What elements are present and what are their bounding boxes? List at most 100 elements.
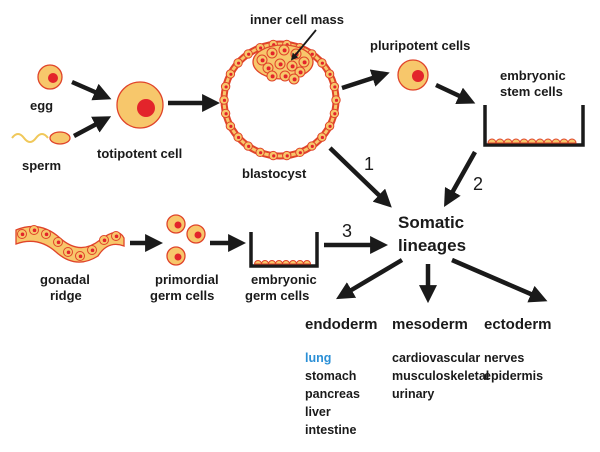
trophoblast-cell-nucleus bbox=[333, 112, 337, 116]
arrow-sperm-to-totipotent bbox=[72, 116, 112, 138]
trophoblast-cell-nucleus bbox=[328, 124, 332, 128]
esc-colony-cell bbox=[495, 138, 505, 144]
egg-cell bbox=[37, 64, 63, 90]
icm-cell-nucleus bbox=[270, 51, 275, 56]
tissue-item: urinary bbox=[392, 387, 434, 401]
ectoderm-tissue-list: nerves epidermis bbox=[484, 351, 543, 383]
somatic-label-line2: lineages bbox=[398, 236, 466, 255]
blastocyst bbox=[219, 39, 341, 161]
tissue-item: lung bbox=[305, 351, 331, 365]
trophoblast-cell-nucleus bbox=[320, 135, 324, 140]
esc-colony-cell bbox=[511, 138, 521, 144]
icm-cell-nucleus bbox=[278, 62, 283, 67]
esc-colony-cell bbox=[535, 138, 545, 144]
pluripotent-cell bbox=[397, 59, 429, 91]
trophoblast-cell-nucleus bbox=[236, 135, 241, 140]
tissue-item: epidermis bbox=[484, 369, 543, 383]
route-1-number: 1 bbox=[364, 154, 374, 174]
esc-colony-cell bbox=[559, 138, 569, 144]
icm-cell-nucleus bbox=[302, 60, 307, 65]
egc-colony-cell bbox=[253, 260, 263, 265]
gonadal-cell-nucleus bbox=[20, 232, 25, 237]
tissue-item: stomach bbox=[305, 369, 356, 383]
gonadal-cell-nucleus bbox=[90, 248, 95, 253]
trophoblast-cell-nucleus bbox=[222, 98, 227, 102]
trophoblast-cell-nucleus bbox=[259, 46, 263, 50]
gonadal-label-line1: gonadal bbox=[40, 272, 90, 287]
egc-colony-cell bbox=[267, 260, 277, 265]
tissue-item: liver bbox=[305, 405, 331, 419]
embryonic-germ-cell-dish bbox=[249, 232, 319, 268]
egc-colony-cell bbox=[295, 260, 305, 265]
inner-cell-mass-cluster bbox=[252, 44, 314, 85]
trophoblast-cell-nucleus bbox=[285, 154, 289, 158]
trophoblast-cell-nucleus bbox=[298, 151, 302, 155]
icm-cell-nucleus bbox=[282, 48, 287, 53]
trophoblast-cell-nucleus bbox=[320, 61, 324, 65]
tissue-item: musculoskeletal bbox=[392, 369, 489, 383]
icm-cell-nucleus bbox=[266, 66, 271, 71]
arrow-to-endoderm bbox=[336, 258, 404, 300]
embryonic-stem-cell-dish bbox=[483, 105, 585, 147]
trophoblast-cell-nucleus bbox=[247, 144, 251, 149]
gonadal-cell-nucleus bbox=[32, 228, 37, 233]
esc-colony-cell bbox=[527, 138, 537, 144]
gonadal-cell-nucleus bbox=[44, 232, 49, 237]
trophoblast-cells bbox=[219, 39, 341, 161]
trophoblast-cell-nucleus bbox=[247, 52, 251, 56]
icm-cell-nucleus bbox=[283, 74, 288, 79]
ectoderm-heading: ectoderm bbox=[484, 316, 552, 333]
trophoblast-cell-nucleus bbox=[224, 112, 228, 116]
esc-colony-cell bbox=[551, 138, 561, 144]
arrow-to-ectoderm bbox=[451, 257, 548, 303]
gonadal-cell-nucleus bbox=[114, 234, 119, 239]
trophoblast-cell-nucleus bbox=[229, 124, 233, 128]
trophoblast-cell-nucleus bbox=[334, 98, 339, 102]
mesoderm-tissue-list: cardiovascular musculoskeletal urinary bbox=[392, 351, 489, 401]
sperm-cell bbox=[11, 131, 71, 145]
tissue-item: nerves bbox=[484, 351, 524, 365]
icm-cell-nucleus bbox=[270, 74, 275, 79]
egg-label: egg bbox=[30, 98, 53, 113]
egc-label-line1: embryonic bbox=[251, 272, 317, 287]
tissue-item: pancreas bbox=[305, 387, 360, 401]
arrow-blastocyst-to-pluripotent bbox=[341, 69, 390, 91]
trophoblast-cell-nucleus bbox=[236, 61, 241, 65]
pluripotent-label: pluripotent cells bbox=[370, 38, 470, 53]
arrow-egg-to-totipotent bbox=[71, 79, 112, 101]
blastocyst-label: blastocyst bbox=[242, 166, 307, 181]
gonadal-label-line2: ridge bbox=[50, 288, 82, 303]
primordial-germ-cells bbox=[166, 214, 206, 266]
icm-cell-nucleus bbox=[292, 77, 297, 82]
egc-colony-cell bbox=[274, 260, 284, 265]
sperm-label: sperm bbox=[22, 158, 61, 173]
route-3-number: 3 bbox=[342, 221, 352, 241]
somatic-label-line1: Somatic bbox=[398, 213, 464, 232]
arrow-route-2 bbox=[444, 150, 477, 208]
esc-colony-cell bbox=[503, 138, 513, 144]
esc-label-line2: stem cells bbox=[500, 84, 563, 99]
gonadal-cell-nucleus bbox=[78, 254, 83, 259]
icm-cell-nucleus bbox=[298, 70, 303, 75]
primordial-label-line2: germ cells bbox=[150, 288, 214, 303]
gonadal-ridge bbox=[15, 225, 125, 263]
icm-cell-nucleus bbox=[290, 64, 295, 69]
tissue-item: cardiovascular bbox=[392, 351, 480, 365]
trophoblast-cell-nucleus bbox=[229, 72, 233, 76]
esc-colony-cell bbox=[519, 138, 529, 144]
egc-colony-cell bbox=[260, 260, 270, 265]
endoderm-heading: endoderm bbox=[305, 316, 378, 333]
egc-colony-cell bbox=[288, 260, 298, 265]
egc-label-line2: germ cells bbox=[245, 288, 309, 303]
route-2-number: 2 bbox=[473, 174, 483, 194]
esc-label-line1: embryonic bbox=[500, 68, 566, 83]
gonadal-cell-nucleus bbox=[56, 240, 61, 245]
gonadal-cell-nucleus bbox=[102, 238, 107, 243]
trophoblast-cell-nucleus bbox=[272, 154, 276, 158]
icm-cell-nucleus bbox=[260, 58, 265, 63]
trophoblast-cell-nucleus bbox=[259, 151, 263, 155]
tissue-item: intestine bbox=[305, 423, 356, 437]
gonadal-cell-nucleus bbox=[66, 250, 71, 255]
trophoblast-cell-nucleus bbox=[224, 85, 228, 89]
pointer-inner-cell-mass bbox=[290, 29, 317, 61]
